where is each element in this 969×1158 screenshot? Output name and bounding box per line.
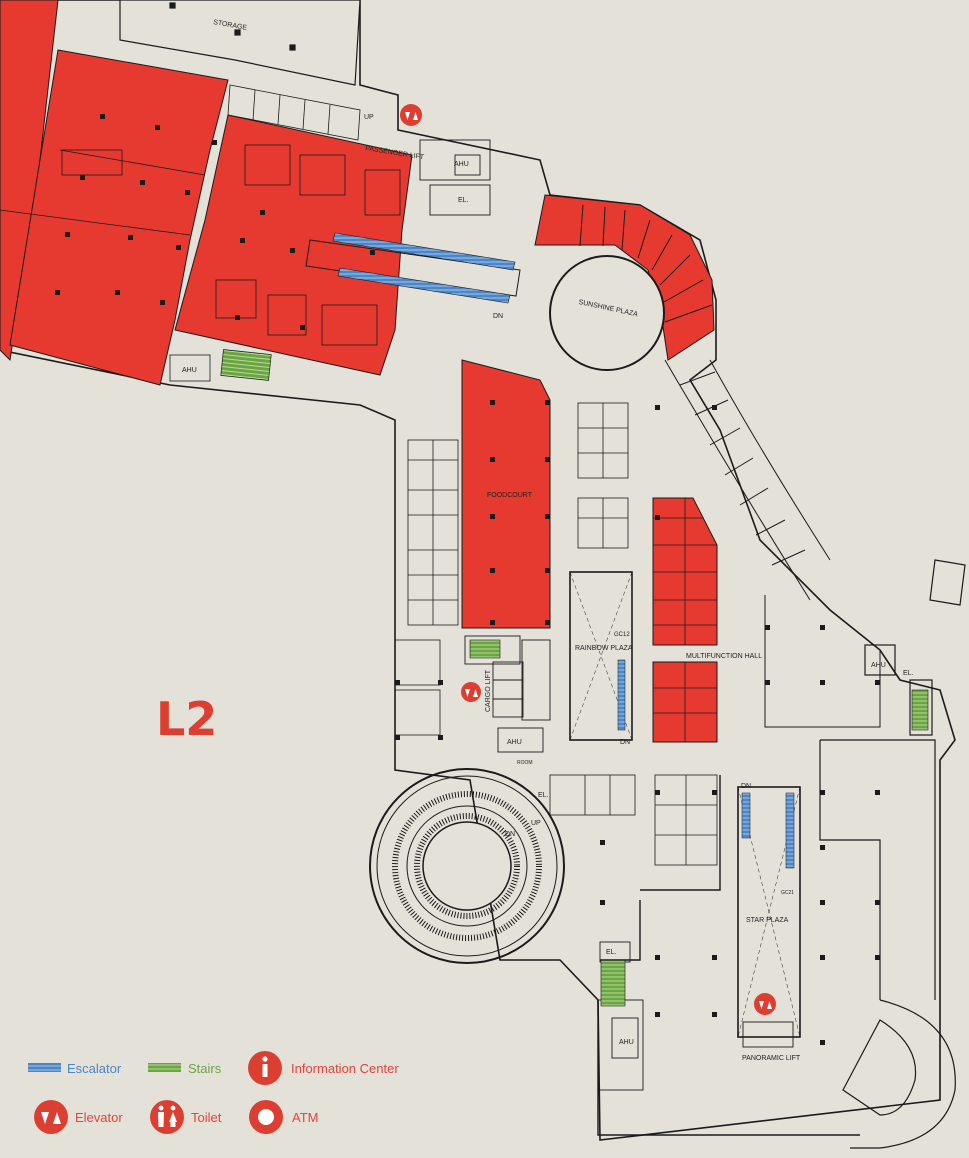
columns-central [395, 405, 880, 1045]
dn-label-star: DN [741, 783, 751, 790]
stairs-icon [148, 1063, 181, 1072]
escalator-rainbow [617, 659, 626, 731]
el-label-south: EL. [606, 949, 617, 956]
south-wall [597, 775, 860, 1136]
el-label-north: EL. [458, 197, 469, 204]
stairs-cargo [469, 639, 501, 659]
shop-row-north [227, 84, 361, 141]
legend-stairs-label: Stairs [188, 1061, 222, 1076]
floor-label: L2 [156, 692, 217, 746]
sunshine-plaza [549, 255, 665, 371]
gc21-label: GC21 [781, 890, 794, 896]
elevator-marker-cargo [461, 682, 481, 702]
cargo-lift-label: CARGO LIFT [485, 669, 492, 712]
legend-elevator: Elevator [34, 1100, 123, 1134]
up-label-north: UP [364, 114, 374, 121]
multifunction-hall-outline [764, 595, 881, 728]
ahu-box-northwest [169, 354, 211, 382]
atm-icon [249, 1100, 283, 1134]
north-core [419, 139, 491, 216]
el-label-east: EL. [903, 670, 914, 677]
legend-stairs: Stairs [148, 1061, 222, 1076]
elevator-marker-star [754, 993, 776, 1015]
curved-corridor-east [664, 359, 831, 601]
retail-zone-west [0, 0, 413, 386]
multifunction-hall-label: MULTIFUNCTION HALL [686, 653, 762, 660]
storage-block [119, 0, 361, 86]
escalator-north [305, 232, 521, 304]
ahu-label-cargo: AHU [507, 739, 522, 746]
rainbow-plaza-label: RAINBOW PLAZA [575, 645, 633, 652]
west-corridor-cells [394, 439, 459, 736]
el-label-rotunda: EL. [538, 792, 549, 799]
legend-atm-label: ATM [292, 1110, 318, 1125]
elevator-marker-north [400, 104, 422, 126]
rotunda [369, 768, 565, 964]
legend-elevator-label: Elevator [75, 1110, 123, 1125]
retail-zone-arc [534, 194, 715, 361]
dn-label-rotunda: DN [505, 831, 515, 838]
ahu-label-north: AHU [454, 161, 469, 168]
star-plaza-label: STAR PLAZA [746, 917, 789, 924]
legend-toilet-label: Toilet [191, 1110, 222, 1125]
cargo-lift-core [464, 635, 551, 753]
legend: Escalator Stairs Information Center Elev… [28, 1051, 399, 1134]
escalator-star-left [741, 792, 751, 839]
escalator-icon [28, 1063, 61, 1072]
retail-internal-lines [0, 144, 401, 346]
ahu-label-east: AHU [871, 662, 886, 669]
legend-toilet: Toilet [150, 1100, 222, 1134]
legend-atm: ATM [249, 1100, 318, 1134]
stairs-south [600, 959, 626, 1007]
stairs-northwest [220, 349, 272, 381]
gc-label: GC12 [614, 632, 630, 638]
room-label: ROOM [517, 760, 533, 766]
foodcourt-label: FOODCOURT [487, 492, 533, 499]
retail-zone-central-lines [653, 498, 717, 742]
panoramic-lift [742, 1021, 794, 1048]
kiosk-grid [549, 402, 718, 866]
escalator-star-right [785, 792, 795, 869]
east-wing [819, 559, 966, 1149]
ahu-label-northwest: AHU [182, 367, 197, 374]
legend-escalator: Escalator [28, 1061, 122, 1076]
foodcourt-columns [490, 400, 550, 625]
stairs-east [911, 689, 929, 731]
legend-escalator-label: Escalator [67, 1061, 122, 1076]
legend-information-center: Information Center [248, 1051, 399, 1085]
legend-information-label: Information Center [291, 1061, 399, 1076]
up-label-rotunda: UP [531, 820, 541, 827]
panoramic-lift-label: PANORAMIC LIFT [742, 1055, 801, 1062]
toilet-icon [150, 1100, 184, 1134]
ahu-label-south: AHU [619, 1039, 634, 1046]
elevator-icon [34, 1100, 68, 1134]
dn-label-rainbow: DN [620, 739, 630, 746]
dn-label-north: DN [493, 313, 503, 320]
star-plaza [737, 786, 801, 1038]
rainbow-plaza [569, 571, 633, 741]
information-icon [248, 1051, 282, 1085]
retail-columns-west [55, 114, 375, 330]
